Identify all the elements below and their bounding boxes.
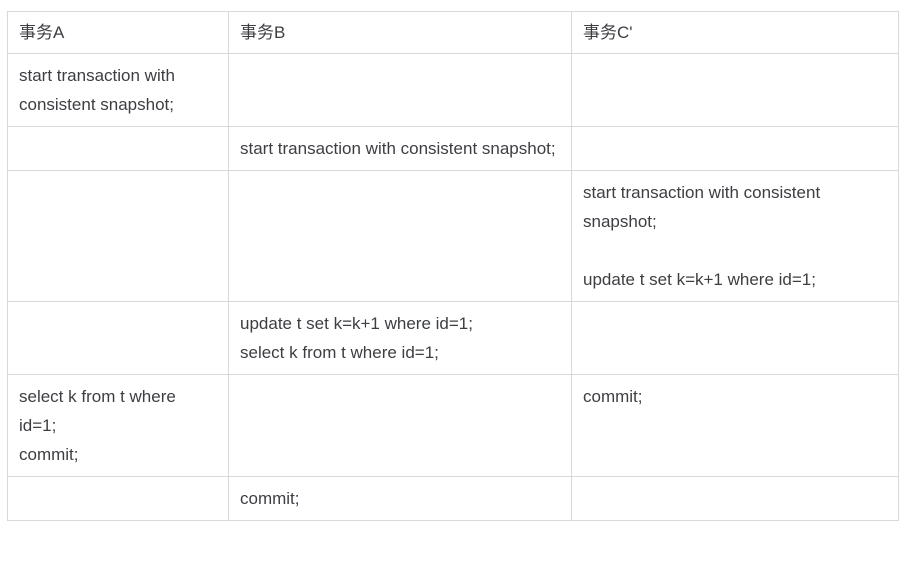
table-cell <box>571 476 899 521</box>
table-row: start transaction with consistent snapsh… <box>7 170 899 302</box>
table-body: start transaction with consistent snapsh… <box>7 53 899 521</box>
table-cell: commit; <box>571 374 899 477</box>
sql-statement-line: start transaction with consistent snapsh… <box>19 66 175 114</box>
table-cell <box>228 374 572 477</box>
table-cell <box>228 53 572 127</box>
table-row: commit; <box>7 476 899 521</box>
blank-line <box>583 236 887 265</box>
table-cell <box>571 301 899 375</box>
table-row: start transaction with consistent snapsh… <box>7 126 899 171</box>
table-cell: start transaction with consistent snapsh… <box>571 170 899 302</box>
table-cell <box>228 170 572 302</box>
column-header-transaction-b: 事务B <box>228 11 572 54</box>
table-row: select k from t where id=1; commit; commit… <box>7 374 899 477</box>
sql-statement-line: commit; <box>19 445 79 464</box>
table-row: update t set k=k+1 where id=1; select k f… <box>7 301 899 375</box>
table-cell <box>7 301 229 375</box>
transaction-isolation-table: 事务A 事务B 事务C' start transaction with cons… <box>7 11 899 521</box>
sql-statement-line: select k from t where id=1; <box>19 387 176 435</box>
header-row: 事务A 事务B 事务C' <box>7 11 899 54</box>
table-row: start transaction with consistent snapsh… <box>7 53 899 127</box>
table-cell: update t set k=k+1 where id=1; select k f… <box>228 301 572 375</box>
column-header-transaction-a: 事务A <box>7 11 229 54</box>
table-cell <box>7 476 229 521</box>
column-header-transaction-c: 事务C' <box>571 11 899 54</box>
table-cell: start transaction with consistent snapsh… <box>7 53 229 127</box>
sql-statement-line: start transaction with consistent snapsh… <box>583 183 821 231</box>
sql-statement-line: commit; <box>240 489 300 508</box>
sql-statement-line: select k from t where id=1; <box>240 343 439 362</box>
table-cell <box>7 170 229 302</box>
sql-statement-line: commit; <box>583 387 643 406</box>
table-cell: select k from t where id=1; commit; <box>7 374 229 477</box>
table-cell <box>571 53 899 127</box>
sql-statement-line: update t set k=k+1 where id=1; <box>583 270 816 289</box>
table-cell: start transaction with consistent snapsh… <box>228 126 572 171</box>
table-cell: commit; <box>228 476 572 521</box>
table-cell <box>571 126 899 171</box>
sql-statement-line: start transaction with consistent snapsh… <box>240 139 556 158</box>
sql-statement-line: update t set k=k+1 where id=1; <box>240 314 473 333</box>
table-cell <box>7 126 229 171</box>
